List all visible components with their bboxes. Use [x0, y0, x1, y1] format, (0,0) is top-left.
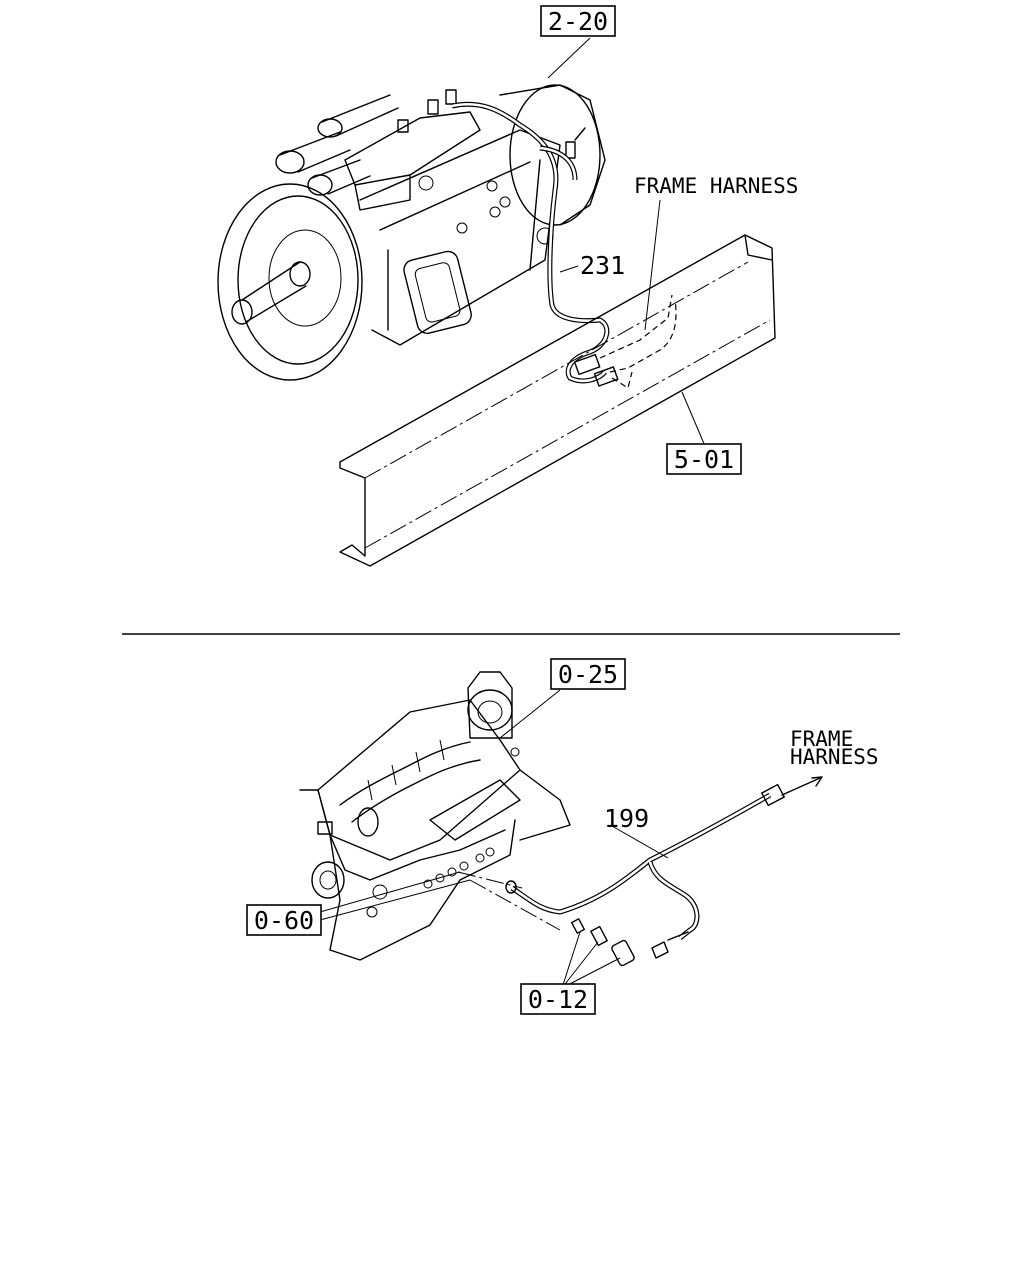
frame-harness-route [609, 299, 677, 373]
transmission-assembly-illustration [217, 84, 606, 381]
ref-box-5-01[interactable]: 5-01 [666, 443, 742, 475]
frame-rail [339, 234, 776, 567]
wire-harness-199 [505, 776, 823, 967]
ref-box-0-60-label: 0-60 [254, 906, 314, 935]
frame-harness-label-line2: HARNESS [790, 745, 879, 769]
ref-box-5-01-label: 5-01 [674, 445, 734, 474]
frame-harness-label-line1: FRAME [790, 727, 853, 751]
engine-block-illustration [299, 671, 571, 961]
ref-box-2-20[interactable]: 2-20 [540, 5, 616, 37]
ref-box-2-20-label: 2-20 [548, 7, 608, 36]
wire-harness-231 [451, 101, 619, 387]
ref-box-0-25-label: 0-25 [558, 660, 618, 689]
ref-box-0-60[interactable]: 0-60 [246, 904, 322, 936]
part-number-231: 231 [580, 251, 625, 280]
part-number-199: 199 [604, 804, 649, 833]
ref-box-0-12-label: 0-12 [528, 985, 588, 1014]
ref-box-0-25[interactable]: 0-25 [550, 658, 626, 690]
ref-box-0-12[interactable]: 0-12 [520, 983, 596, 1015]
frame-harness-label-top: FRAME HARNESS [634, 174, 798, 198]
